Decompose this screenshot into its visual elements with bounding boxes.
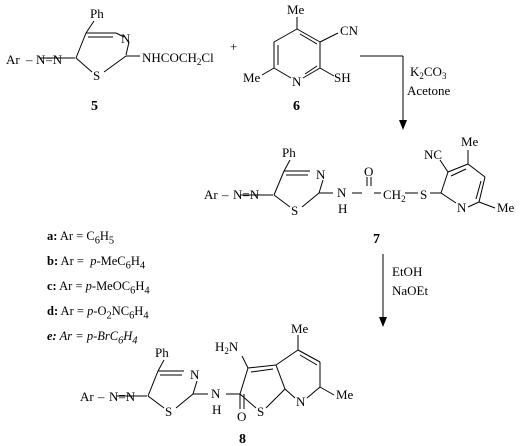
compound-7-n-thiazole-label: N <box>316 167 326 182</box>
compound-7-me-top-label: Me <box>461 134 479 149</box>
compound-8-s-thiazole-label: S <box>165 404 172 419</box>
compound-7-s-thiazole-label: S <box>291 203 298 218</box>
step-2-base: NaOEt <box>392 283 428 298</box>
compound-8-azo-group: – N=N <box>97 389 136 404</box>
compound-8-number: 8 <box>239 432 246 446</box>
compound-5-azo-group: – N=N <box>25 52 63 67</box>
compound-7-number: 7 <box>373 232 380 247</box>
substituent-key: b: <box>47 254 59 268</box>
compound-6: Me CN Me N SH 6 <box>243 2 359 114</box>
compound-8-n-pyridine-label: N <box>296 394 306 409</box>
compound-7-o-label: O <box>364 164 373 179</box>
compound-7-azo-label: N=N <box>233 187 260 202</box>
substituent-list: a: Ar = C6H5 b: Ar = p-MeC6H4 c: Ar = p-… <box>47 224 217 349</box>
substituent-key: c: <box>47 279 57 293</box>
step-2-reagent: EtOH <box>392 264 422 279</box>
compound-5-side-chain-label: NHCOCH2Cl <box>142 50 214 67</box>
reaction-arrow-2 <box>379 254 387 327</box>
substituent-c: c: Ar = p-MeOC6H4 <box>47 279 150 297</box>
compound-7-ph-label: Ph <box>282 145 296 160</box>
substituent-d: d: Ar = p-O2NC6H4 <box>47 304 149 322</box>
compound-7-s-link-label: S <box>420 187 427 202</box>
compound-8-me-right-label: Me <box>336 387 354 402</box>
compound-8-s-thiophene-label: S <box>257 404 264 419</box>
substituent-key: a: <box>47 229 58 243</box>
compound-5-ar-label: Ar <box>6 52 20 67</box>
compound-6-n-label: N <box>292 74 302 89</box>
compound-7-ar-label: Ar <box>204 187 218 202</box>
compound-6-me-left-label: Me <box>243 70 261 85</box>
compound-8-nh-h-label: H <box>212 402 221 417</box>
compound-7-nh-h-label: H <box>338 201 347 216</box>
compound-5-ph-label: Ph <box>90 6 104 21</box>
compound-7: Ph N S Ar – N=N N H O CH2 S NC Me N Me 7 <box>204 134 515 247</box>
compound-8-h2n-label: H2N <box>215 339 239 356</box>
compound-8-me-top-label: Me <box>291 321 309 336</box>
compound-7-nh-n-label: N <box>337 185 347 200</box>
compound-8-ph-label: Ph <box>155 345 169 360</box>
compound-5: Ph N S Ar – N=N NHCOCH2Cl 5 <box>6 6 214 114</box>
svg-text:–: – <box>25 52 33 67</box>
compound-7-cn-label: NC <box>424 147 442 162</box>
reaction-arrow-1 <box>360 55 407 130</box>
compound-8-ar-label: Ar <box>80 389 94 404</box>
compound-7-me-right-label: Me <box>497 200 515 215</box>
compound-6-cn-label: CN <box>340 23 359 38</box>
svg-text:–: – <box>221 187 229 202</box>
compound-8-o-label: O <box>237 409 246 424</box>
substituent-key: d: <box>47 304 59 318</box>
compound-5-number: 5 <box>91 99 98 114</box>
svg-text:–: – <box>97 389 105 404</box>
compound-8-nh-n-label: N <box>211 386 221 401</box>
substituent-a: a: Ar = C6H5 <box>47 229 115 247</box>
compound-7-azo-group: – N=N <box>221 187 260 202</box>
substituent-b: b: Ar = p-MeC6H4 <box>47 254 146 272</box>
compound-8-azo-label: N=N <box>109 389 136 404</box>
substituent-e: e: Ar = p-BrC6H4 <box>47 329 138 347</box>
compound-8-n-thiazole-label: N <box>190 367 200 382</box>
substituent-key: e: <box>47 329 57 343</box>
compound-6-me-top-label: Me <box>287 2 305 17</box>
compound-6-sh-label: SH <box>334 70 351 85</box>
plus-sign: + <box>230 39 237 54</box>
compound-5-azo-label: N=N <box>36 52 63 67</box>
compound-7-n-pyridine-label: N <box>457 200 467 215</box>
step-1-solvent: Acetone <box>407 83 451 98</box>
compound-6-number: 6 <box>293 99 300 114</box>
compound-5-s-label: S <box>93 68 100 83</box>
step-1-reagent: K2CO3 <box>410 64 447 81</box>
compound-5-n-label: N <box>121 31 131 46</box>
compound-7-ch2-label: CH2 <box>383 187 406 204</box>
compound-8: Ph N S Ar – N=N N H O H2N S N Me Me 8 <box>80 321 354 446</box>
